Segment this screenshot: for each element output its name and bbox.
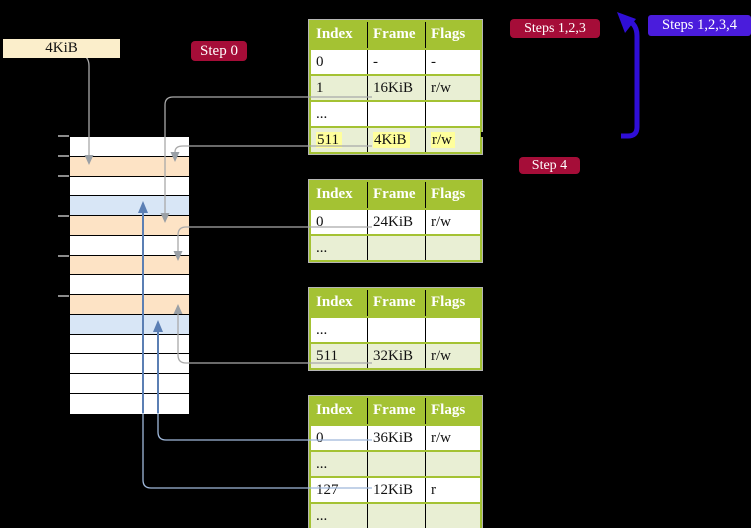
column-header: Index — [316, 402, 353, 418]
memory-frame-row — [70, 374, 189, 394]
table-cell: ... — [316, 508, 328, 524]
memory-frame-row — [70, 314, 189, 335]
steps123-badge: Steps 1,2,3 — [510, 19, 600, 38]
memory-tick — [58, 175, 69, 177]
table-cell — [425, 236, 480, 260]
table-cell: r/w — [425, 426, 480, 450]
table-cell: ... — [316, 322, 328, 338]
column-header: Index — [316, 26, 353, 42]
table-cell — [425, 504, 480, 528]
table-row: ... — [311, 316, 480, 342]
arrowhead-upleft-icon — [617, 12, 636, 33]
table-cell: 1 — [316, 80, 324, 96]
table-cell: 511 — [311, 128, 367, 152]
table-cell: 12KiB — [367, 478, 425, 502]
table-cell — [367, 318, 425, 342]
memory-frame-row — [70, 176, 189, 197]
frame-size-label: 4KiB — [3, 39, 120, 58]
memory-tick — [58, 215, 69, 217]
table-row: ... — [311, 234, 480, 260]
steps-loop-arrow — [621, 18, 640, 139]
step0-badge: Step 0 — [191, 41, 247, 61]
highlighted-value: 4KiB — [373, 132, 410, 148]
table-cell: 511 — [316, 348, 338, 364]
table-cell — [425, 318, 480, 342]
table-cell: ... — [316, 240, 328, 256]
table-cell: - — [425, 50, 480, 74]
table-row: ... — [311, 450, 480, 476]
memory-frame-row — [70, 295, 189, 315]
table-cell — [367, 504, 425, 528]
column-header: Frame — [367, 182, 425, 208]
memory-frame-row — [70, 354, 189, 375]
table-row: 0 -- — [311, 48, 480, 74]
memory-frame-row — [70, 235, 189, 256]
highlighted-value: 511 — [316, 132, 342, 148]
table-cell: r/w — [425, 344, 480, 368]
memory-tick — [58, 255, 69, 257]
table-cell: - — [367, 50, 425, 74]
column-header: Frame — [367, 22, 425, 48]
table-cell: 4KiB — [367, 128, 425, 152]
table-cell — [425, 452, 480, 476]
table-cell: ... — [316, 456, 328, 472]
memory-frame-row — [70, 156, 189, 177]
column-header: Flags — [425, 22, 480, 48]
steps1234-badge: Steps 1,2,3,4 — [648, 15, 751, 36]
column-header: Flags — [425, 290, 480, 316]
table-cell: 0 — [316, 54, 324, 70]
memory-tick — [58, 135, 69, 137]
table-row: ... — [311, 502, 480, 528]
table-cell: 127 — [316, 482, 339, 498]
memory-frame-row — [70, 137, 189, 157]
memory-frame-row — [70, 255, 189, 276]
memory-frame-row — [70, 196, 189, 217]
memory-frame-row — [70, 216, 189, 236]
table-row: 511 4KiB r/w — [311, 126, 480, 152]
table-cell: r/w — [425, 76, 480, 100]
memory-frame-row — [70, 334, 189, 355]
column-header: Flags — [425, 182, 480, 208]
physical-memory-column — [69, 136, 190, 415]
column-header: Flags — [425, 398, 480, 424]
table-cell — [367, 452, 425, 476]
table-cell — [367, 236, 425, 260]
column-header: Index — [316, 294, 353, 310]
table-cell: 16KiB — [367, 76, 425, 100]
table-cell: r — [425, 478, 480, 502]
table-cell: r/w — [425, 210, 480, 234]
table-cell: 36KiB — [367, 426, 425, 450]
memory-tick — [58, 155, 69, 157]
step4-badge: Step 4 — [519, 157, 580, 174]
table-row: ... — [311, 100, 480, 126]
table-cell: 0 — [316, 214, 324, 230]
table-cell: r/w — [425, 128, 480, 152]
table-cell — [367, 102, 425, 126]
column-header: Frame — [367, 398, 425, 424]
table-cell: 24KiB — [367, 210, 425, 234]
table-cell: 32KiB — [367, 344, 425, 368]
table-cell: 0 — [316, 430, 324, 446]
memory-tick — [58, 295, 69, 297]
table-cell: ... — [316, 106, 328, 122]
table-cell — [425, 102, 480, 126]
column-header: Index — [316, 186, 353, 202]
memory-frame-row — [70, 393, 189, 414]
column-header: Frame — [367, 290, 425, 316]
highlighted-value: r/w — [431, 132, 455, 148]
memory-frame-row — [70, 275, 189, 296]
